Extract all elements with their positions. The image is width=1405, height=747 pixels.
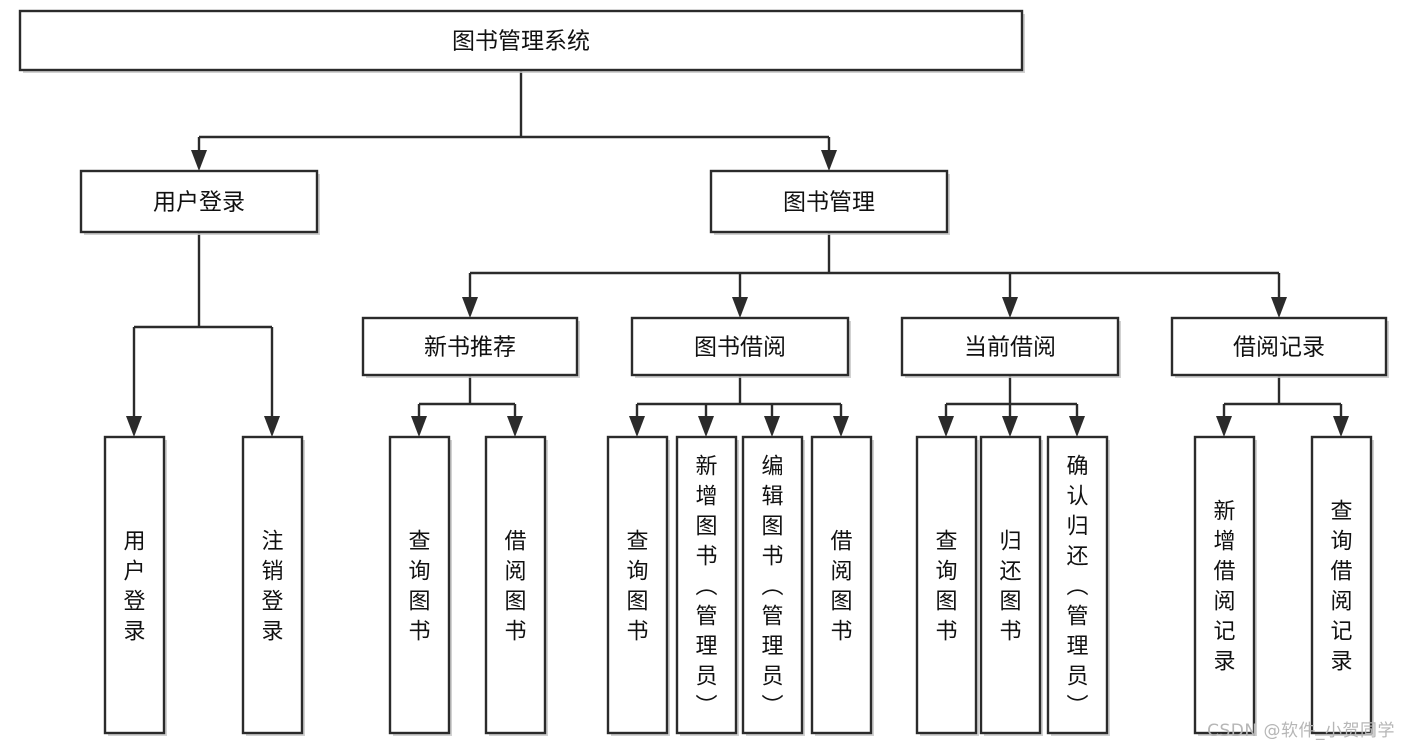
node-box [630, 316, 850, 377]
arrow-head-icon [732, 297, 748, 318]
node-label: 确认归还︵管理员︶ [1066, 454, 1088, 719]
node-box [810, 435, 873, 735]
node-label: 查询图书 [626, 529, 648, 644]
connector-newbook-to-leaves [417, 375, 517, 424]
leaf-node-layer: 用户登录 注销登录 查询图书 借阅图书 查询图书 新增图书︵管理员︶ 编辑图书︵管理员︶ 借阅… [103, 435, 1374, 736]
arrow-head-icon [191, 150, 207, 171]
connector-bookborrow-to-leaves [635, 375, 843, 424]
node-box [741, 435, 804, 735]
node-box [103, 435, 166, 735]
node-book-manage[interactable]: 图书管理 [709, 169, 950, 235]
arrow-head-icon [1271, 297, 1287, 318]
connector-layer [126, 70, 1349, 437]
node-box [361, 316, 579, 377]
node-label: 归还图书 [999, 529, 1021, 644]
node-leaf-add-record[interactable]: 新增借阅记录 [1193, 435, 1257, 736]
node-label: 用户登录 [153, 190, 245, 216]
node-box [484, 435, 547, 735]
node-label: 查询借阅记录 [1330, 499, 1352, 674]
node-box [915, 435, 978, 735]
node-leaf-confirm-return[interactable]: 确认归还︵管理员︶ [1046, 435, 1110, 736]
node-label: 借阅图书 [830, 529, 852, 644]
node-new-book-recommend[interactable]: 新书推荐 [361, 316, 580, 378]
node-label: 图书管理 [783, 190, 875, 216]
node-label: 当前借阅 [964, 335, 1056, 361]
arrow-head-icon [126, 416, 142, 437]
node-box [606, 435, 669, 735]
node-label: 查询图书 [935, 529, 957, 644]
node-box [1170, 316, 1388, 377]
node-box [979, 435, 1042, 735]
node-borrow-record[interactable]: 借阅记录 [1170, 316, 1389, 378]
node-leaf-query-book-rec[interactable]: 查询图书 [388, 435, 452, 736]
arrow-head-icon [764, 416, 780, 437]
node-leaf-query-book-current[interactable]: 查询图书 [915, 435, 979, 736]
node-current-borrow[interactable]: 当前借阅 [900, 316, 1121, 378]
node-label: 借阅图书 [504, 529, 526, 644]
node-label: 编辑图书︵管理员︶ [761, 454, 783, 719]
csdn-watermark: CSDN @软件_小贺同学 [1207, 721, 1395, 741]
arrow-head-icon [507, 416, 523, 437]
node-box [900, 316, 1120, 377]
node-box [675, 435, 738, 735]
node-label: 图书管理系统 [452, 29, 590, 55]
arrow-head-icon [698, 416, 714, 437]
arrow-head-icon [1002, 297, 1018, 318]
connector-bookmanage-to-level3 [468, 232, 1281, 305]
node-leaf-add-book[interactable]: 新增图书︵管理员︶ [675, 435, 739, 736]
node-leaf-logout[interactable]: 注销登录 [241, 435, 305, 736]
arrow-head-icon [1333, 416, 1349, 437]
node-label: 注销登录 [261, 529, 283, 644]
connector-root-to-level2 [197, 70, 831, 158]
connector-currentborrow-to-leaves [944, 375, 1079, 424]
arrow-head-icon [938, 416, 954, 437]
node-book-borrow[interactable]: 图书借阅 [630, 316, 851, 378]
node-user-login[interactable]: 用户登录 [79, 169, 320, 235]
node-label: 新书推荐 [424, 335, 516, 361]
arrow-head-icon [1069, 416, 1085, 437]
node-root[interactable]: 图书管理系统 [18, 9, 1025, 73]
arrow-head-icon [462, 297, 478, 318]
node-box [388, 435, 451, 735]
arrow-head-icon [1216, 416, 1232, 437]
node-label: 图书借阅 [694, 335, 786, 361]
node-leaf-borrow-book-rec[interactable]: 借阅图书 [484, 435, 548, 736]
node-box [709, 169, 949, 234]
node-box [79, 169, 319, 234]
node-leaf-edit-book[interactable]: 编辑图书︵管理员︶ [741, 435, 805, 736]
node-label: 新增图书︵管理员︶ [695, 454, 717, 719]
arrow-head-icon [411, 416, 427, 437]
node-leaf-return-book[interactable]: 归还图书 [979, 435, 1043, 736]
node-box [18, 9, 1024, 72]
node-leaf-query-record[interactable]: 查询借阅记录 [1310, 435, 1374, 736]
node-box [1193, 435, 1256, 735]
node-leaf-user-login[interactable]: 用户登录 [103, 435, 167, 736]
arrow-head-icon [264, 416, 280, 437]
node-leaf-borrow-book[interactable]: 借阅图书 [810, 435, 874, 736]
arrow-head-icon [821, 150, 837, 171]
arrow-head-icon [629, 416, 645, 437]
node-box [1310, 435, 1373, 735]
connector-userlogin-to-leaves [132, 232, 274, 424]
connector-borrowrecord-to-leaves [1222, 375, 1343, 424]
node-layer: 图书管理系统 用户登录 图书管理 新书推荐 [18, 9, 1389, 736]
node-label: 借阅记录 [1233, 335, 1325, 361]
node-box [241, 435, 304, 735]
node-label: 查询图书 [408, 529, 430, 644]
node-label: 新增借阅记录 [1213, 499, 1235, 674]
node-box [1046, 435, 1109, 735]
arrow-head-icon [1002, 416, 1018, 437]
arrow-head-icon [833, 416, 849, 437]
node-label: 用户登录 [123, 529, 145, 644]
node-leaf-query-book-borrow[interactable]: 查询图书 [606, 435, 670, 736]
